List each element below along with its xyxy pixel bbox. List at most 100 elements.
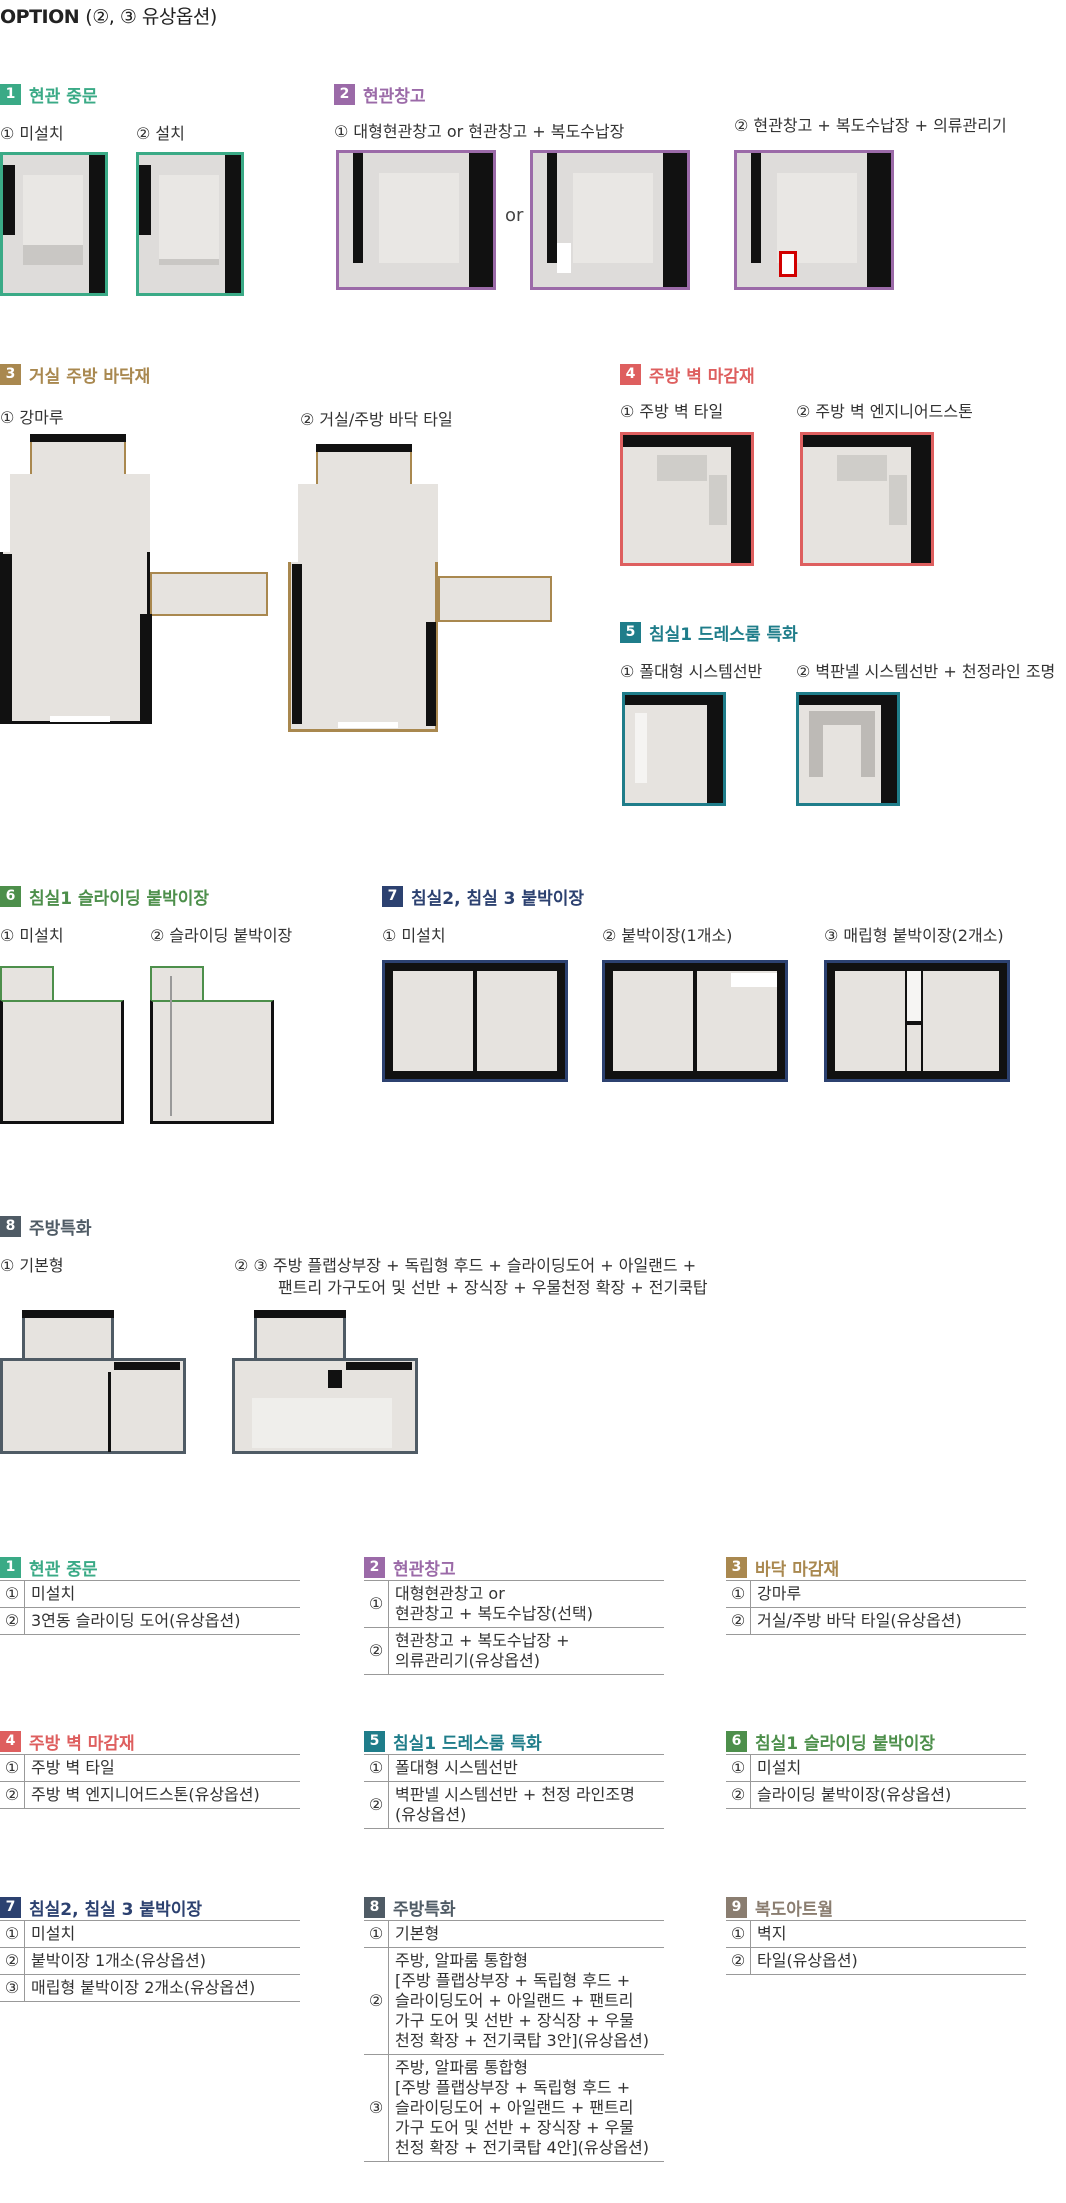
section-2-title: 2 현관창고 [334,82,426,107]
table-2-badge: 2 [364,1556,385,1578]
s3-opt2-label: ② 거실/주방 바닥 타일 [300,410,453,429]
table-6-badge: 6 [726,1730,747,1752]
row-number: ③ [364,2054,389,2162]
row-text: 미설치 [24,1581,300,1608]
table-8-title: 주방특화 [393,1899,456,1920]
row-text: 슬라이딩 붙박이장(유상옵션) [750,1781,1026,1809]
table-5-badge: 5 [364,1730,385,1752]
row-number: ① [0,1581,25,1608]
table-4-badge: 4 [0,1730,21,1752]
badge-3: 3 [0,364,21,385]
plan-s3-opt1 [0,434,270,730]
row-text: 미설치 [750,1755,1026,1782]
plan-s7-opt1 [382,960,568,1082]
table-5-title: 침실1 드레스룸 특화 [393,1733,542,1754]
plan-s5-opt2 [796,692,900,806]
badge-2: 2 [334,84,355,105]
row-number: ② [364,1947,389,2055]
table-7-badge: 7 [0,1896,21,1918]
s5-opt2-label: ② 벽판넬 시스템선반 + 천정라인 조명 [796,662,1056,681]
s2-opt2-label: ② 현관창고 + 복도수납장 + 의류관리기 [734,116,1007,135]
section-6-title: 6 침실1 슬라이딩 붙박이장 [0,884,209,909]
section-5-label: 침실1 드레스룸 특화 [649,625,798,645]
plan-s3-opt2 [288,444,558,734]
row-text: 대형현관창고 or 현관창고 + 복도수납장(선택) [388,1581,664,1628]
plan-s5-opt1 [622,692,726,806]
section-1-label: 현관 중문 [29,87,98,107]
plan-s1-opt1 [0,152,108,296]
row-text: 벽판넬 시스템선반 + 천정 라인조명 (유상옵션) [388,1781,664,1829]
row-text: 강마루 [750,1581,1026,1608]
table-9-title: 복도아트월 [755,1899,834,1920]
plan-s2-opt1b [530,150,690,290]
row-number: ① [0,1755,25,1782]
or-text: or [505,205,524,226]
row-number: ① [726,1581,751,1608]
row-text: 매립형 붙박이장 2개소(유상옵션) [24,1974,300,2002]
table-3-title: 바닥 마감재 [755,1559,840,1580]
plan-s2-opt2 [734,150,894,290]
row-text: 3연동 슬라이딩 도어(유상옵션) [24,1607,300,1635]
page-title: OPTION (②, ③ 유상옵션) [0,2,217,29]
row-number: ① [0,1921,25,1948]
section-8-label: 주방특화 [29,1219,92,1239]
row-text: 기본형 [388,1921,664,1948]
plan-s4-opt2 [800,432,934,566]
row-number: ② [364,1781,389,1829]
section-7-label: 침실2, 침실 3 붙박이장 [411,889,584,909]
section-7-title: 7 침실2, 침실 3 붙박이장 [382,884,584,909]
plan-s8-opt1 [0,1310,186,1454]
table-9-badge: 9 [726,1896,747,1918]
section-4-title: 4 주방 벽 마감재 [620,362,755,387]
title-rest: (②, ③ 유상옵션) [85,6,217,28]
table-4-title: 주방 벽 마감재 [29,1733,135,1754]
row-number: ① [364,1755,389,1782]
s3-opt1-label: ① 강마루 [0,408,64,427]
row-number: ① [726,1755,751,1782]
row-number: ② [726,1607,751,1635]
s5-opt1-label: ① 폴대형 시스템선반 [620,662,763,681]
section-3-label: 거실 주방 바닥재 [29,367,151,387]
s1-opt1-label: ① 미설치 [0,124,64,143]
s8-opt1-label: ① 기본형 [0,1256,64,1275]
table-1-title: 현관 중문 [29,1559,98,1580]
table-6-title: 침실1 슬라이딩 붙박이장 [755,1733,936,1754]
row-number: ② [0,1607,25,1635]
s4-opt1-label: ① 주방 벽 타일 [620,402,724,421]
table-8-badge: 8 [364,1896,385,1918]
section-2-label: 현관창고 [363,87,426,107]
s4-opt2-label: ② 주방 벽 엔지니어드스톤 [796,402,973,421]
s7-opt3-label: ③ 매립형 붙박이장(2개소) [824,926,1004,945]
s6-opt2-label: ② 슬라이딩 붙박이장 [150,926,293,945]
table-2-title: 현관창고 [393,1559,456,1580]
row-text: 벽지 [750,1921,1026,1948]
plan-s7-opt2 [602,960,788,1082]
table-3-badge: 3 [726,1556,747,1578]
badge-7: 7 [382,886,403,907]
row-text: 타일(유상옵션) [750,1947,1026,1975]
s7-opt1-label: ① 미설치 [382,926,446,945]
row-text: 주방, 알파룸 통합형 [주방 플랩상부장 + 독립형 후드 + 슬라이딩도어 … [388,1947,664,2055]
row-text: 미설치 [24,1921,300,1948]
